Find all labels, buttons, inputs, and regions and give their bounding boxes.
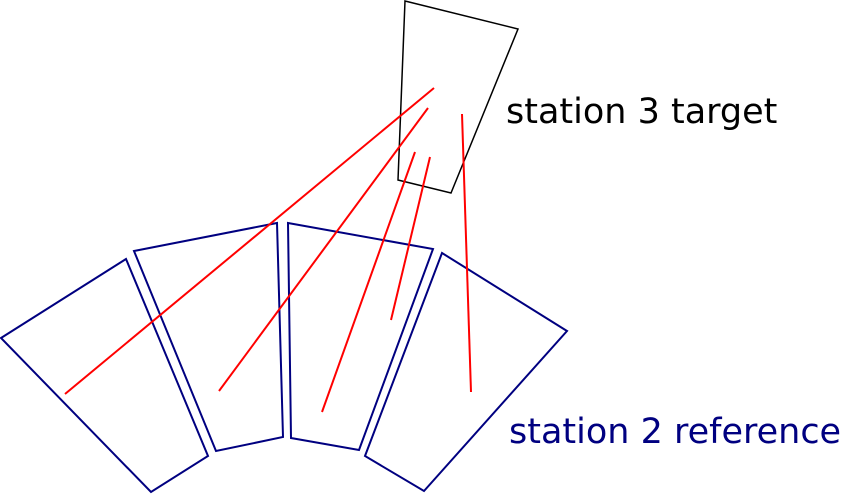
reference-chamber-4 — [363, 251, 569, 493]
track-segment-1 — [64, 87, 435, 395]
station-2-reference-label: station 2 reference — [509, 412, 842, 452]
reference-chamber-2 — [132, 221, 285, 453]
station-3-target-label: station 3 target — [506, 92, 778, 132]
target-chamber — [397, 0, 520, 194]
track-segment-5 — [461, 113, 472, 393]
reference-chamber-3 — [286, 221, 435, 452]
track-segment-2 — [218, 107, 429, 392]
track-segment-3 — [321, 151, 416, 413]
reference-chamber-1 — [0, 257, 210, 494]
track-segment-4 — [390, 156, 431, 321]
